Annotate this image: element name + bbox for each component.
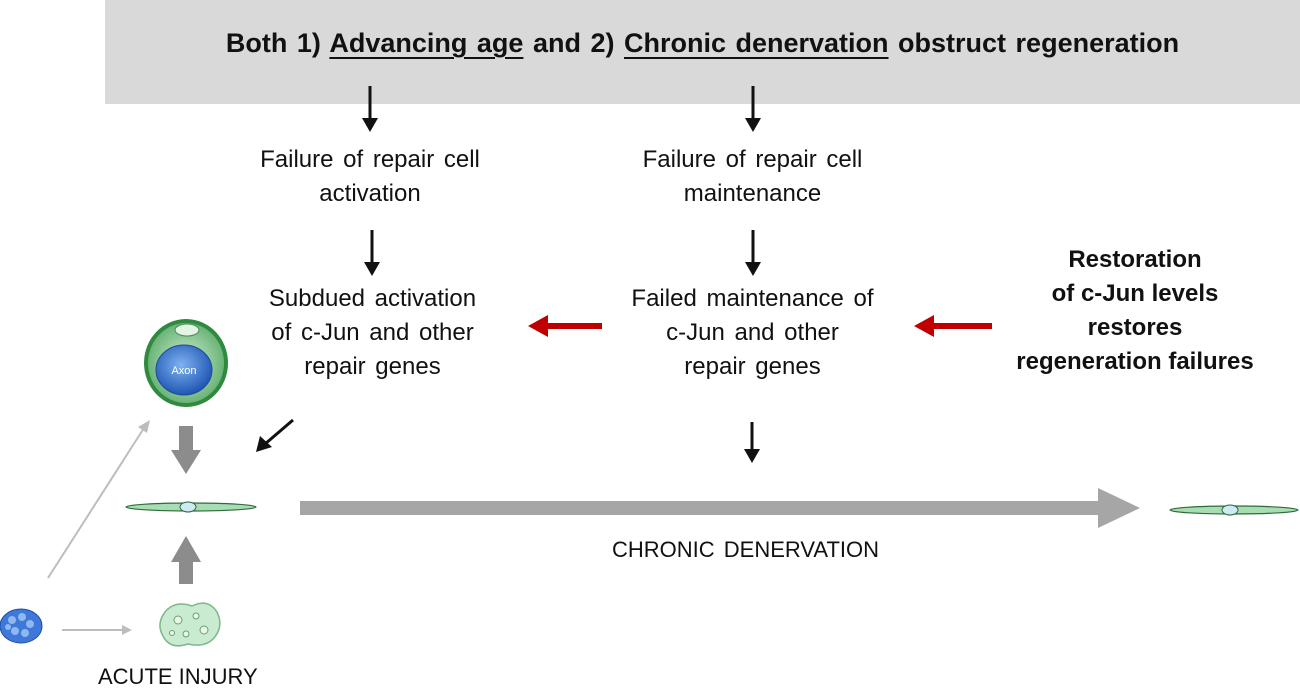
remak-cell-icon	[0, 608, 43, 644]
chronic-denervation-label: CHRONIC DENERVATION	[612, 537, 880, 562]
arrow-diagonal-icon	[256, 418, 294, 452]
header-suffix: obstruct regeneration	[898, 28, 1180, 58]
right-failure-text: Failure of repair cell maintenance	[600, 143, 905, 211]
thin-arrow-right-icon	[62, 625, 132, 635]
header-title: Both 1) Advancing age and 2) Chronic den…	[105, 28, 1300, 59]
left-failure-text: Failure of repair cell activation	[220, 143, 520, 211]
arrow-down-icon	[364, 230, 380, 276]
left-result-line2: of c-Jun and other	[271, 319, 474, 346]
restoration-line4: regeneration failures	[1016, 348, 1254, 375]
left-failure-line2: activation	[319, 180, 421, 207]
right-result-text: Failed maintenance of c-Jun and other re…	[600, 282, 905, 384]
header-middle: and 2)	[532, 28, 615, 58]
header-factor-denervation: Chronic denervation	[623, 28, 889, 58]
header-banner	[105, 0, 1300, 104]
thin-arrow-diagonal-icon	[47, 420, 150, 579]
restoration-line1: Restoration	[1068, 246, 1202, 273]
denervated-repair-cell-icon	[1169, 504, 1299, 516]
gray-arrow-down-icon	[171, 426, 201, 474]
gray-arrow-up-icon	[171, 536, 201, 584]
arrow-down-icon	[744, 422, 760, 463]
restoration-line2: of c-Jun levels	[1051, 280, 1219, 307]
restoration-text: Restoration of c-Jun levels restores reg…	[985, 243, 1285, 379]
right-result-line1: Failed maintenance of	[631, 285, 874, 312]
header-factor-age: Advancing age	[329, 28, 524, 58]
injured-cell-icon	[159, 602, 221, 647]
right-result-line3: repair genes	[684, 353, 821, 380]
red-arrow-left-icon	[528, 315, 602, 337]
arrow-down-icon	[745, 230, 761, 276]
left-result-line1: Subdued activation	[268, 285, 477, 312]
right-failure-line1: Failure of repair cell	[642, 146, 863, 173]
arrow-down-icon	[745, 86, 761, 132]
axon-label: Axon	[171, 365, 196, 377]
restoration-line3: restores	[1087, 314, 1183, 341]
acute-injury-label: ACUTE INJURY	[98, 664, 258, 689]
header-prefix: Both 1)	[225, 28, 321, 58]
left-result-line3: repair genes	[304, 353, 441, 380]
arrow-down-icon	[362, 86, 378, 132]
repair-cell-icon	[125, 501, 257, 513]
myelin-axon-cell-icon	[144, 319, 228, 407]
left-result-text: Subdued activation of c-Jun and other re…	[225, 282, 520, 384]
left-failure-line1: Failure of repair cell	[260, 146, 480, 173]
chronic-timeline-arrow-icon	[300, 488, 1140, 528]
right-failure-line2: maintenance	[683, 180, 822, 207]
red-arrow-left-icon	[914, 315, 992, 337]
right-result-line2: c-Jun and other	[666, 319, 839, 346]
